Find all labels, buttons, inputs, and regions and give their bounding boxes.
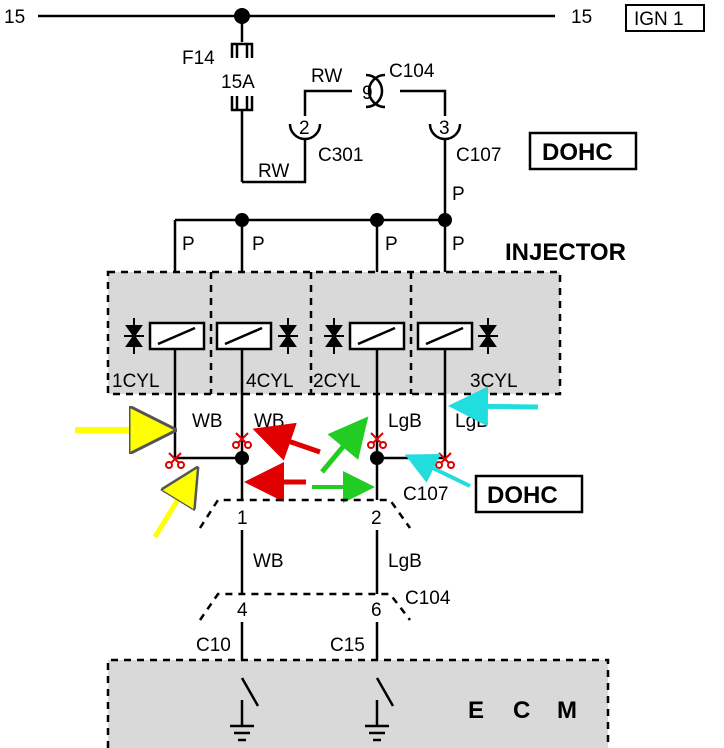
fuse-icon	[230, 16, 254, 182]
junction-5	[370, 451, 384, 465]
fuse-rating: 15A	[221, 72, 255, 93]
injector-coil-2	[348, 321, 406, 351]
wire-label-rw-top: RW	[311, 66, 342, 87]
injector-coil-1	[148, 321, 206, 351]
dohc-top-box	[528, 131, 638, 171]
connector-c104-top: 9	[362, 73, 386, 109]
valve-symbol-icon	[124, 318, 498, 354]
bus-label-left: 15	[4, 7, 25, 28]
pin-6: 6	[371, 600, 382, 621]
c107-mid-label: C107	[403, 484, 448, 505]
wire-label-lgb-mid: LgB	[388, 551, 422, 572]
c301-label: C301	[318, 145, 363, 166]
power-bus: 15 15 IGN 1	[4, 4, 705, 32]
pin-2-mid: 2	[371, 508, 382, 529]
dohc-mid-label: DOHC	[487, 482, 558, 509]
ecm-block	[106, 658, 610, 748]
cyl-1-label: 1CYL	[112, 371, 160, 392]
junction-4	[235, 451, 249, 465]
connector-c107-mid	[198, 498, 412, 529]
wire-label-p-4: P	[452, 234, 465, 255]
wire-label-lgb-left: LgB	[388, 411, 422, 432]
wire-label-wb-left: WB	[192, 411, 223, 432]
injector-coil-4	[215, 321, 273, 351]
ground-icon	[230, 724, 254, 742]
wire-label-wb-mid: WB	[253, 551, 284, 572]
connector-c301: 2	[288, 118, 322, 141]
wire-label-p-riser: P	[452, 184, 465, 205]
wire-label-p-2: P	[252, 234, 265, 255]
ground-icon	[365, 724, 389, 742]
annotation-arrows	[75, 386, 539, 539]
wire-label-lgb-right: LgB	[455, 411, 489, 432]
cyl-3-label: 3CYL	[470, 371, 518, 392]
ecm-letter-c: C	[513, 697, 530, 724]
injector-coil-3	[416, 321, 474, 351]
ecm-switch-2	[375, 677, 395, 726]
pin-1: 1	[237, 508, 248, 529]
connector-c104-bottom	[198, 592, 411, 621]
ign-box	[625, 4, 705, 32]
pin-3-top: 3	[439, 118, 450, 139]
injector-title: INJECTOR	[505, 239, 626, 266]
ecm-letter-e: E	[468, 697, 484, 724]
wire-label-rw-bottom: RW	[258, 161, 289, 182]
wire-label-wb-right: WB	[254, 411, 285, 432]
dohc-top-label: DOHC	[542, 139, 613, 166]
wire-label-p-1: P	[182, 234, 195, 255]
c107-top-label: C107	[456, 145, 501, 166]
wire-label-p-3: P	[385, 234, 398, 255]
bus-label-right: 15	[571, 7, 592, 28]
cyl-4-label: 4CYL	[246, 371, 294, 392]
c104-bottom-label: C104	[405, 588, 451, 609]
pin-9: 9	[362, 83, 373, 104]
fuse-name: F14	[182, 48, 215, 69]
ecm-switch-1	[240, 677, 260, 726]
connector-c107-top: 3	[428, 118, 462, 141]
dohc-mid-box	[474, 474, 584, 514]
cyl-2-label: 2CYL	[313, 371, 361, 392]
pin-2-top: 2	[299, 118, 310, 139]
ecm-letter-m: M	[557, 697, 577, 724]
pin-4: 4	[237, 600, 248, 621]
c10-label: C10	[196, 635, 231, 656]
c104-top-label: C104	[389, 61, 435, 82]
ign-label: IGN 1	[634, 9, 684, 30]
c15-label: C15	[330, 635, 365, 656]
